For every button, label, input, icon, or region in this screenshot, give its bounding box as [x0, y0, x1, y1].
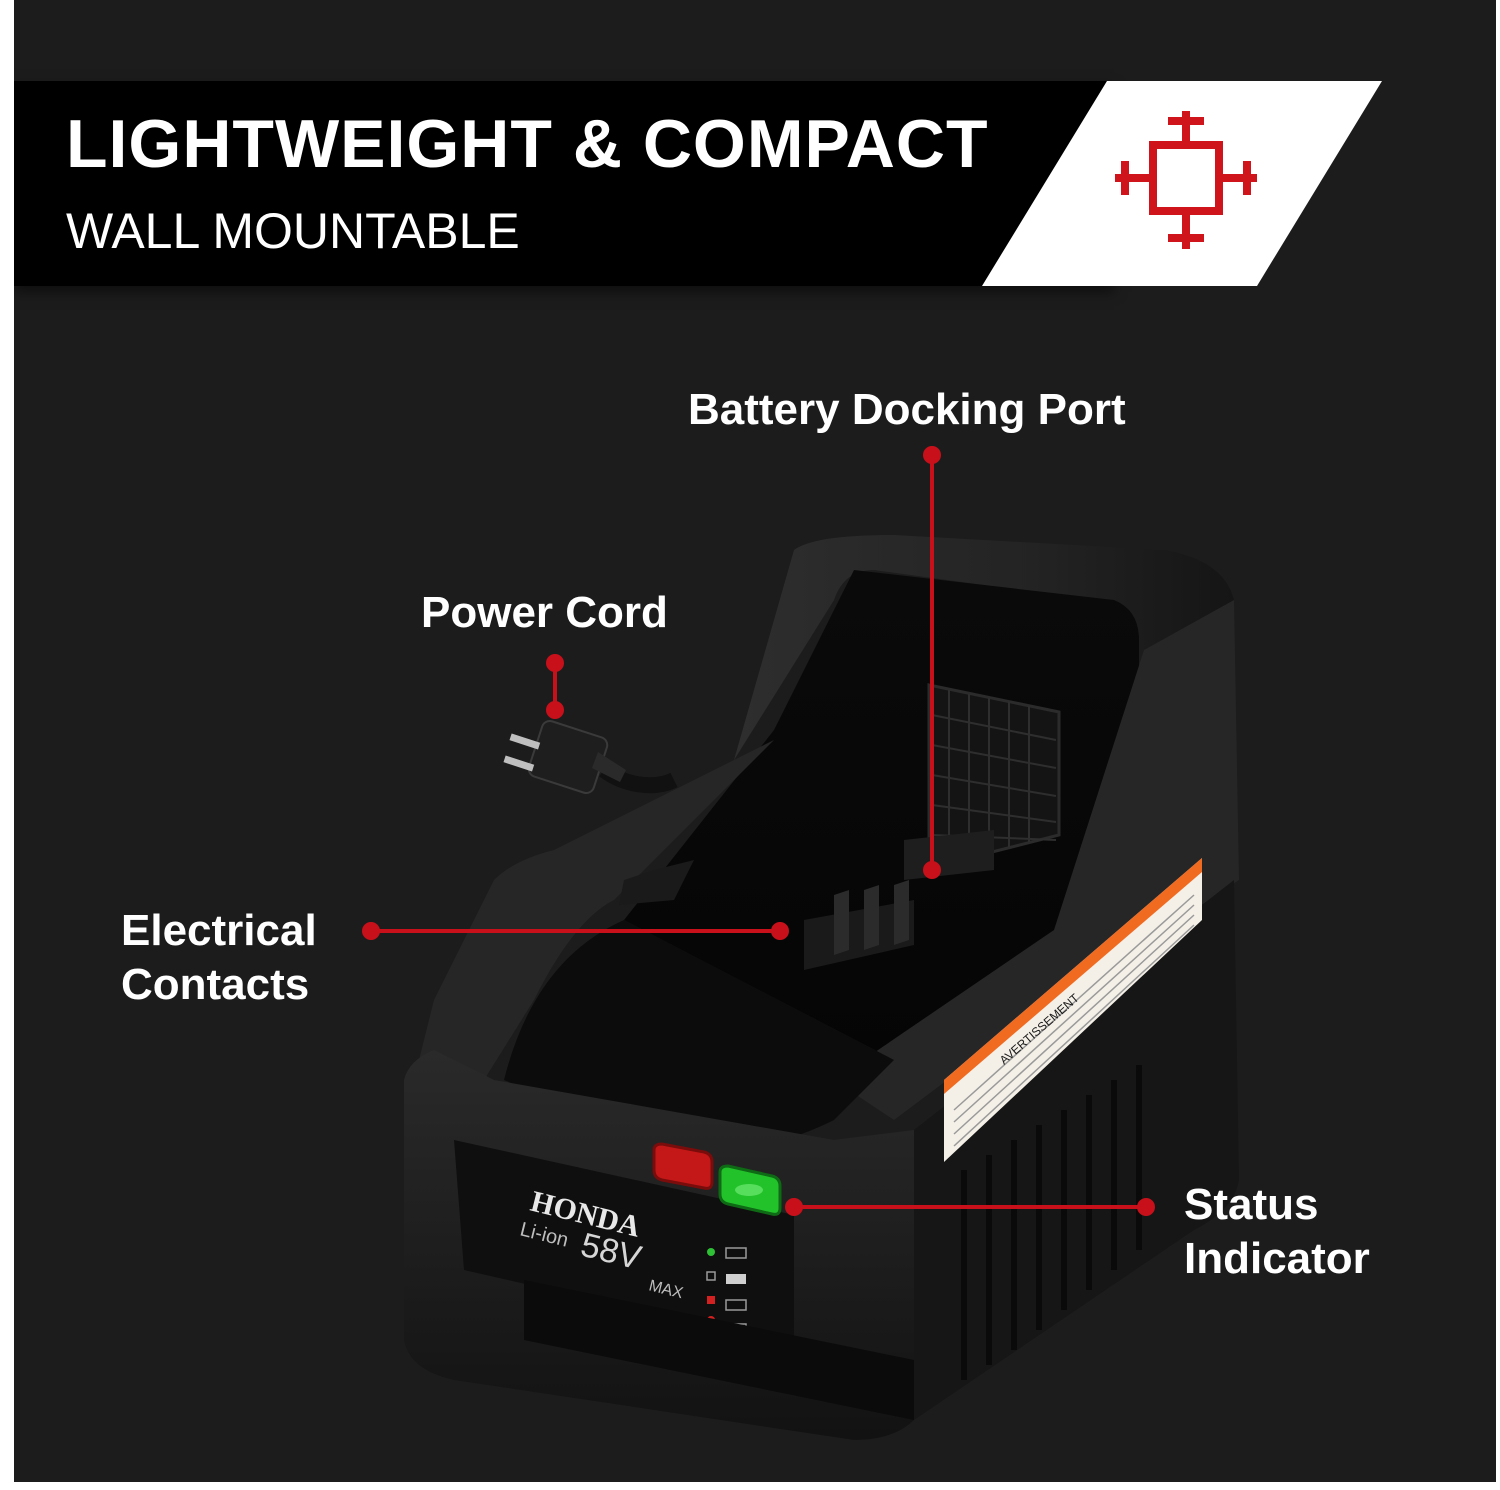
power-cord-plug [503, 719, 678, 795]
label-status-indicator-line2: Indicator [1184, 1233, 1370, 1283]
compact-badge [982, 81, 1382, 286]
page-subtitle: WALL MOUNTABLE [66, 203, 520, 259]
label-status-indicator-line1: Status [1184, 1180, 1319, 1229]
status-leds [652, 1142, 782, 1216]
label-power-cord: Power Cord [421, 588, 668, 637]
header-banner [14, 81, 1114, 286]
callout-lines [362, 446, 1155, 1216]
compact-size-icon [1115, 111, 1257, 249]
label-battery-docking-port: Battery Docking Port [688, 385, 1126, 434]
product-infographic: LIGHTWEIGHT & COMPACT WALL MOUNTABLE [14, 0, 1496, 1482]
page-title: LIGHTWEIGHT & COMPACT [66, 106, 989, 182]
label-electrical-contacts-line2: Contacts [121, 959, 310, 1009]
label-status-indicator: Status Indicator [1184, 1178, 1370, 1285]
label-electrical-contacts: Electrical Contacts [121, 904, 317, 1011]
label-electrical-contacts-line1: Electrical [121, 906, 317, 955]
electrical-contacts [619, 830, 994, 970]
warning-label: AVERTISSEMENT [944, 858, 1202, 1162]
battery-charger-illustration: AVERTISSEMENT HONDA Li-ion 58V MAX [404, 535, 1239, 1440]
